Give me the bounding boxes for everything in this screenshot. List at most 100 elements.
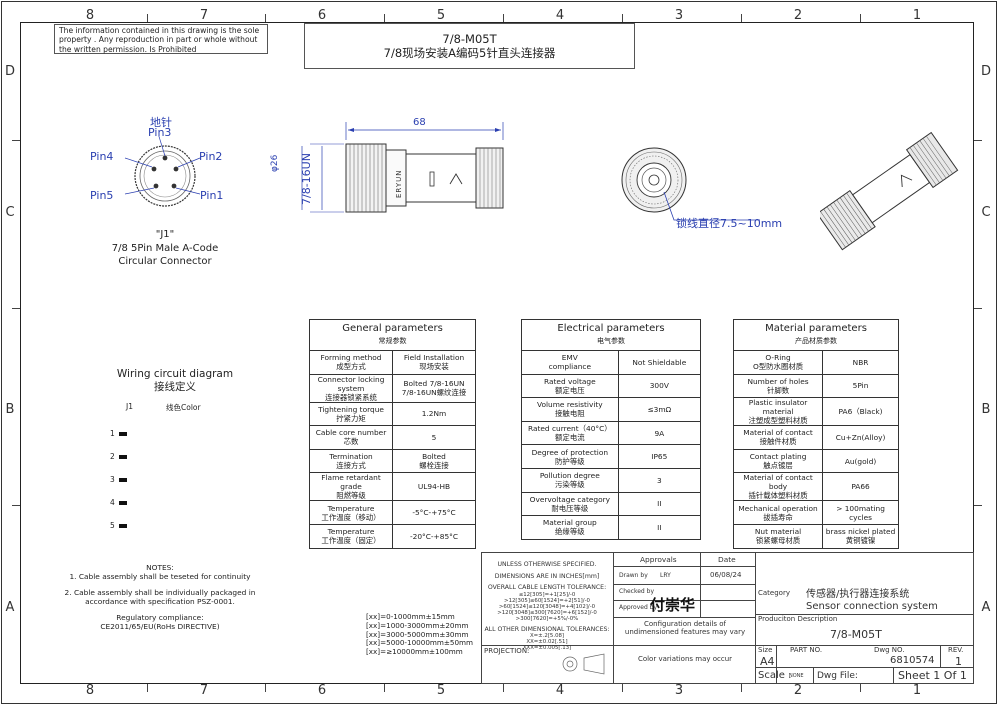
- length-tolerances: [xx]=0-1000mm±15mm [xx]=1000-3000mm±20mm…: [366, 612, 473, 657]
- tb-divider: [613, 566, 755, 567]
- param-key: Material of contact: [743, 428, 813, 438]
- tb-divider: [755, 614, 974, 615]
- tb-divider: [813, 667, 814, 684]
- zone-col-4-bottom: 4: [555, 683, 565, 698]
- param-value-cn: 黄铜镀镍: [845, 536, 876, 546]
- param-key-cn: O型防水圈材质: [752, 362, 804, 372]
- param-value-cn: 现场安装: [419, 362, 449, 372]
- wire-number: 2: [110, 452, 115, 461]
- param-key: Temperature: [327, 503, 375, 513]
- param-key: Plastic insulator material: [748, 398, 808, 417]
- param-value: > 100mating cycles: [822, 500, 899, 525]
- tb-divider: [613, 584, 755, 585]
- category-en: Sensor connection system: [806, 601, 938, 612]
- param-value: PA66: [822, 472, 899, 502]
- projection-symbol: [562, 653, 605, 675]
- cable-diameter-note: 锁线直径7.5~10mm: [676, 217, 783, 230]
- tb-divider: [613, 600, 755, 601]
- param-value-cn: 螺栓连接: [419, 461, 449, 471]
- tick: [622, 684, 623, 692]
- length-dimension: 68: [413, 117, 426, 128]
- size-label: Size: [758, 646, 773, 654]
- zone-col-8-top: 8: [85, 8, 95, 23]
- zone-row-a-right: A: [981, 600, 991, 615]
- zone-col-1-bottom: 1: [912, 683, 922, 698]
- tick: [741, 14, 742, 22]
- param-key: Tightening torque: [318, 404, 384, 414]
- electrical-title-cn: 电气参数: [597, 337, 625, 345]
- zone-col-5-top: 5: [436, 8, 446, 23]
- tick: [860, 684, 861, 692]
- sheet-number: Sheet 1 Of 1: [898, 669, 967, 682]
- wiring-col-j1: J1: [126, 402, 133, 411]
- pin4-label: Pin4: [90, 150, 114, 163]
- model-number: 7/8-M05T: [442, 32, 497, 46]
- material-title-cn: 产品材质参数: [795, 337, 837, 345]
- tol-line: >300[7620]=+5%/-0%: [515, 615, 579, 622]
- prod-desc: 7/8-M05T: [830, 628, 882, 641]
- param-value: 9A: [617, 420, 702, 446]
- wiring-row: 1: [110, 429, 127, 438]
- param-value: 1.2Nm: [421, 409, 447, 419]
- param-value: brass nickel plated: [825, 527, 896, 537]
- drawn-date: 06/08/24: [710, 571, 742, 579]
- param-value: IP65: [617, 444, 702, 469]
- tick: [265, 14, 266, 22]
- size-value: A4: [760, 655, 775, 668]
- wiring-col-color: 线色Color: [166, 403, 201, 412]
- zone-col-6-top: 6: [317, 8, 327, 23]
- param-value: 5Pin: [822, 373, 899, 399]
- tick: [384, 684, 385, 692]
- param-key-cn: 防护等级: [555, 456, 585, 466]
- ground-pin-label: 地针: [150, 116, 172, 129]
- overall-text: OVERALL CABLE LENGTH TOLERANCE:: [487, 584, 607, 592]
- wire-number: 4: [110, 498, 115, 507]
- zone-row-b-right: B: [981, 402, 991, 417]
- zone-col-7-bottom: 7: [199, 683, 209, 698]
- param-key-cn: 芯数: [343, 437, 359, 447]
- param-key-cn: 连接器锁紧系统: [325, 392, 377, 402]
- tick: [12, 505, 20, 506]
- zone-col-2-top: 2: [793, 8, 803, 23]
- tolerance-line: [xx]=3000-5000mm±30mm: [366, 629, 469, 639]
- param-key-cn: 阻燃等级: [336, 491, 366, 501]
- material-title-en: Material parameters: [765, 323, 867, 334]
- j1-label: "J1": [155, 229, 175, 240]
- wiring-row: 5: [110, 521, 127, 530]
- param-key-cn: compliance: [548, 362, 592, 372]
- param-key: Degree of protection: [531, 447, 609, 457]
- param-key: EMV: [561, 353, 578, 363]
- tick: [860, 14, 861, 22]
- note-2a: 2. Cable assembly shall be individually …: [64, 587, 256, 597]
- electrical-title-en: Electrical parameters: [557, 323, 665, 334]
- copyright-notice: The information contained in this drawin…: [54, 24, 268, 54]
- title-block: [481, 552, 974, 684]
- general-title-cn: 常规参数: [378, 337, 407, 345]
- param-value: Cu+Zn(Alloy): [822, 425, 899, 450]
- config-note: Configuration details of undimensioned f…: [624, 620, 746, 636]
- category-cn: 传感器/执行器连接系统: [806, 589, 910, 600]
- zone-col-5-bottom: 5: [436, 683, 446, 698]
- tolerance-block: UNLESS OTHERWISE SPECIFIED. DIMENSIONS A…: [484, 561, 610, 651]
- zone-col-7-top: 7: [199, 8, 209, 23]
- param-value: Bolted 7/8-16UN: [403, 379, 465, 389]
- param-key-cn: 工作温度（固定）: [321, 536, 381, 546]
- tb-divider: [613, 552, 614, 684]
- param-key: Cable core number: [315, 428, 387, 438]
- wiring-title-cn: 接线定义: [154, 381, 196, 393]
- other-line: XXX=±0.005[.13]: [522, 645, 572, 652]
- param-key: Rated voltage: [544, 376, 596, 386]
- param-value: II: [617, 491, 702, 517]
